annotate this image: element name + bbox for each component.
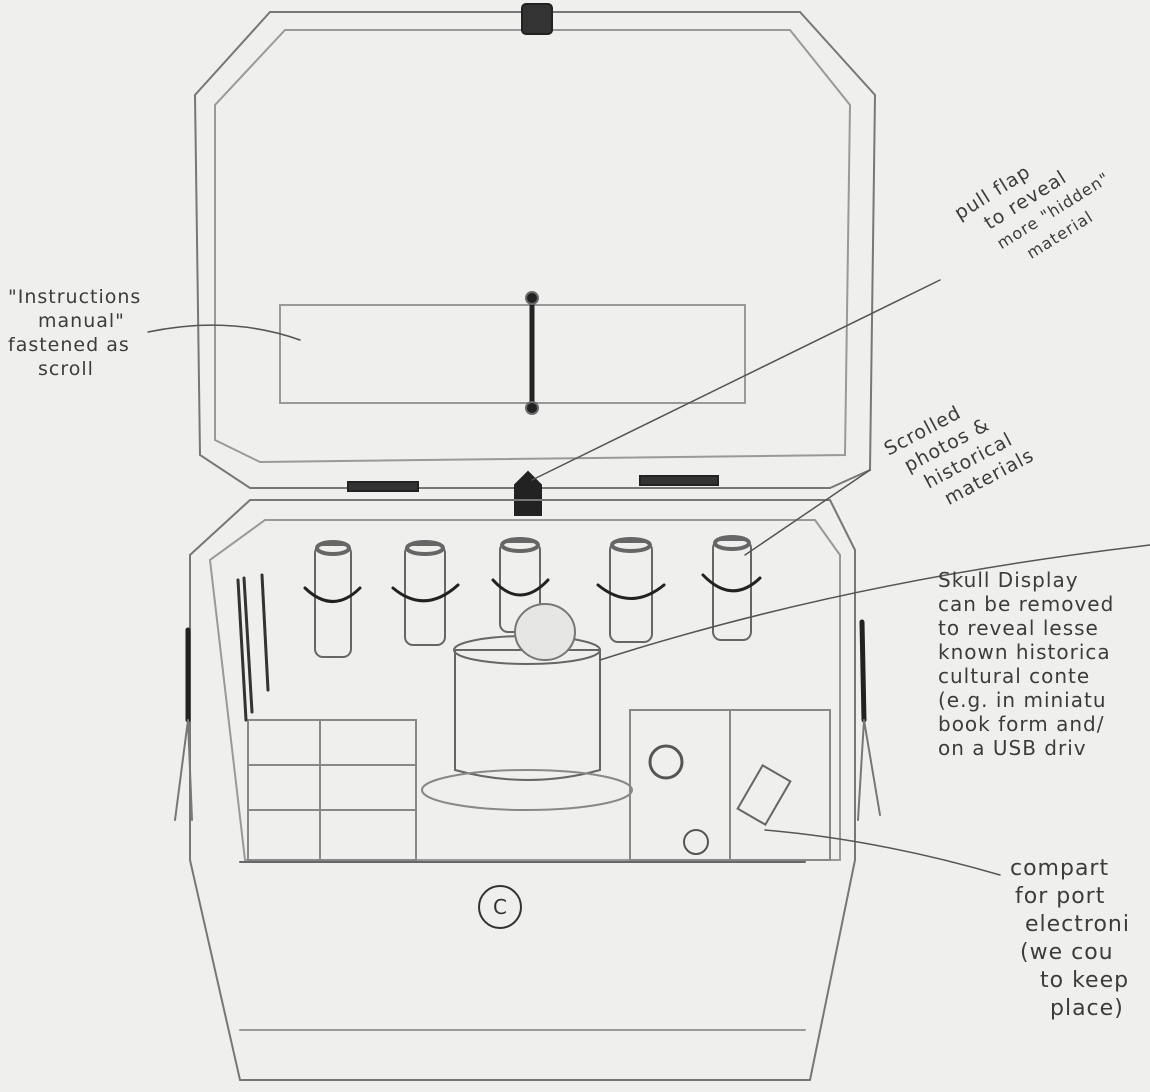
drawers (247, 709, 831, 861)
note-line: place) (1050, 996, 1124, 1021)
lid-inner (214, 29, 852, 464)
note-line: (we cou (1020, 940, 1114, 965)
note-line: electroni (1025, 912, 1130, 937)
note-line: fastened as (8, 334, 130, 356)
note-instructions-manual: "Instructions manual" fastened as scroll (8, 285, 141, 381)
instructions-scroll (279, 304, 746, 404)
note-line: to reveal lesse (938, 616, 1099, 640)
note-line: manual" (38, 310, 125, 332)
note-line: on a USB driv (938, 736, 1087, 760)
note-line: for port (1015, 884, 1106, 909)
top-clasp (521, 3, 553, 35)
skull (514, 603, 576, 661)
label-c: C (478, 885, 522, 929)
gear (648, 744, 684, 780)
note-line: book form and/ (938, 712, 1105, 736)
note-line: can be removed (938, 592, 1115, 616)
note-line: known historica (938, 640, 1111, 664)
usb-drive (736, 763, 792, 827)
base-outline (189, 499, 856, 1081)
lid-outline (193, 11, 877, 489)
hinge-left (347, 481, 419, 492)
note-line: scroll (38, 358, 94, 380)
note-line: to keep (1040, 968, 1130, 993)
base-inner (208, 519, 841, 861)
note-line: Skull Display (938, 568, 1079, 592)
note-line: cultural conte (938, 664, 1091, 688)
side-handles (185, 619, 867, 723)
note-skull-display: Skull Display can be removed to reveal l… (938, 568, 1114, 760)
note-line: "Instructions (8, 286, 142, 308)
note-line: compart (1010, 856, 1110, 881)
hinge-right (639, 475, 719, 486)
leader-lines (147, 279, 1150, 876)
note-line: (e.g. in miniatu (938, 688, 1107, 712)
tube-straps (303, 573, 762, 603)
pull-flap (514, 470, 542, 516)
skull-display-drum (454, 649, 601, 781)
note-compartment: compart for port electroni (we cou to ke… (1010, 855, 1130, 1023)
